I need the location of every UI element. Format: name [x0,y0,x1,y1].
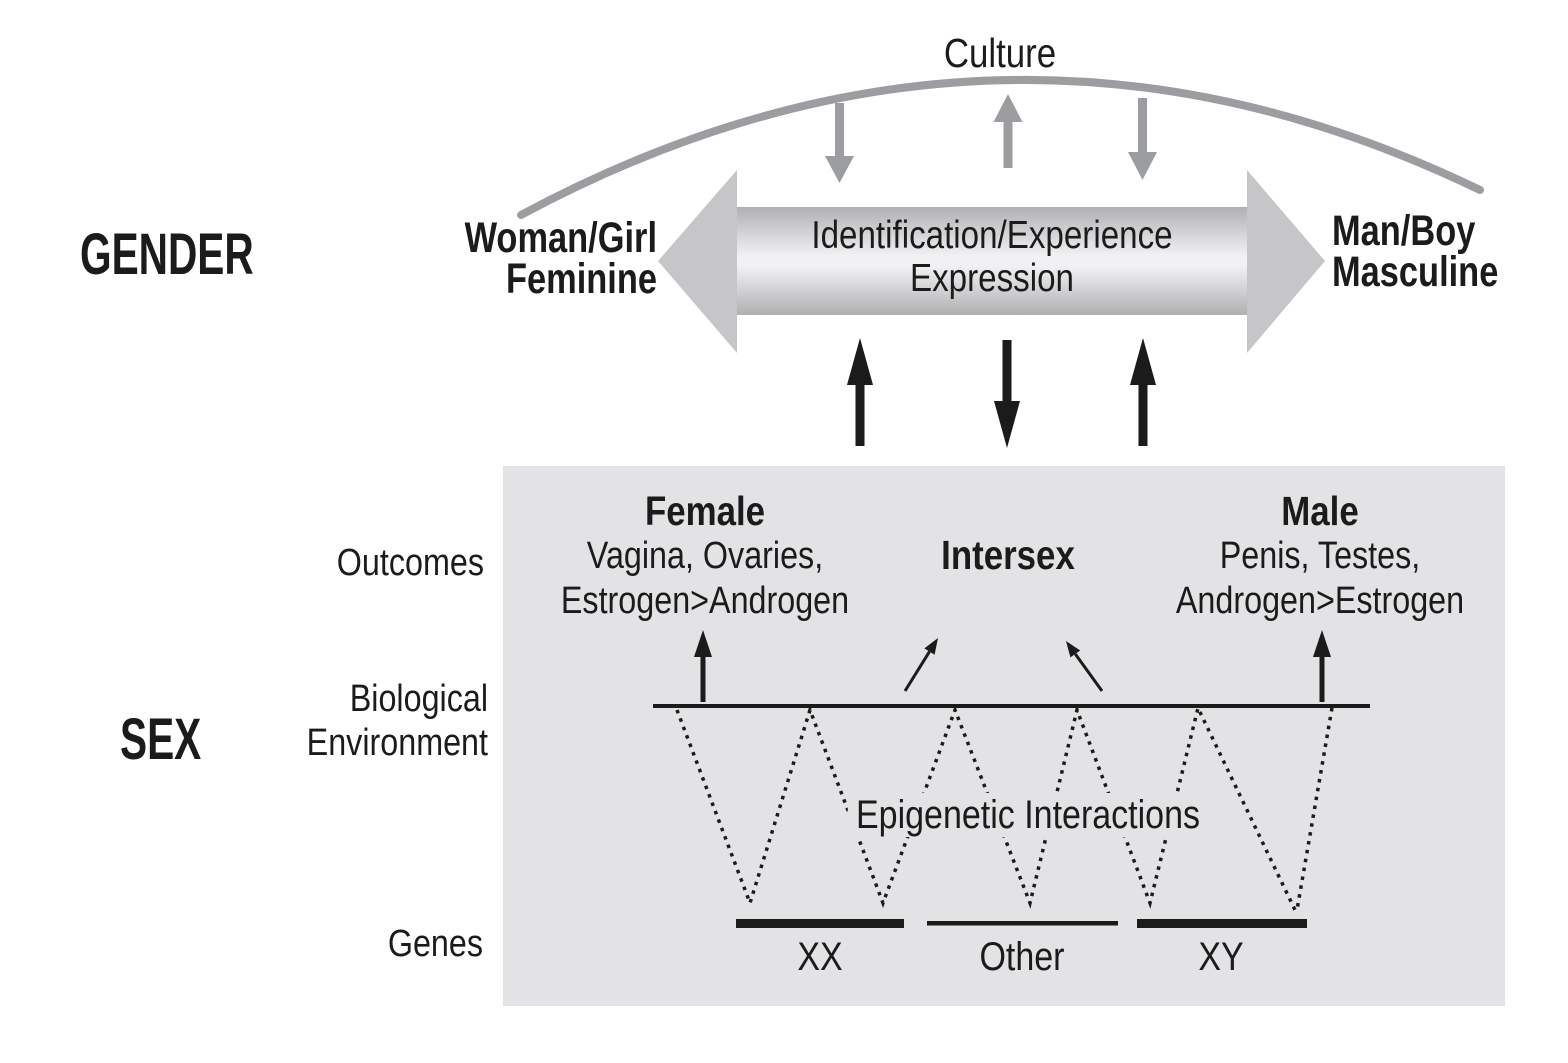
spectrum-left-arrowhead-icon [658,170,737,353]
gender-to-sex-down-arrow-icon [994,340,1020,448]
other-gene-bar [927,921,1118,926]
culture-arc [517,75,1484,219]
gene-label-xx: XX [797,935,843,979]
to-intersex-left-arrow-icon [903,638,938,692]
expression-line: Expression [910,257,1074,300]
gender-sex-arrows [847,338,1156,448]
gender-right-pole-label: Man/Boy Masculine [1332,207,1568,296]
gene-bars [736,919,1307,928]
masculine-line: Masculine [1332,248,1499,296]
sex-to-gender-up-arrow-icon [1130,338,1156,446]
culture-gender-arrows [825,94,1157,183]
woman-girl-line: Woman/Girl [464,214,657,262]
man-boy-line: Man/Boy [1332,207,1476,255]
spectrum-arrow-shaft [737,207,1247,315]
intersex-outcome-label: Intersex [941,532,1075,578]
feminine-line: Feminine [505,255,657,303]
biological-line: Biological [349,678,488,720]
female-anatomy-line: Vagina, Ovaries, [586,535,824,577]
female-outcome-block: Female Vagina, Ovaries, Estrogen>Androge… [518,489,892,624]
xy-gene-bar [1137,919,1307,928]
female-hormone-line: Estrogen>Androgen [560,580,850,622]
male-anatomy-line: Penis, Testes, [1219,535,1421,577]
row-label-outcomes: Outcomes [336,542,484,584]
culture-down-arrow-icon [825,103,854,183]
spectrum-right-arrowhead-icon [1247,170,1325,353]
culture-up-arrow-icon [993,94,1023,168]
environment-outcome-arrows [694,630,1331,702]
gene-label-xy: XY [1198,935,1244,979]
row-label-biological-environment: Biological Environment [276,677,488,765]
xx-gene-bar [736,919,904,928]
gender-section-label: GENDER [80,222,254,287]
row-label-genes: Genes [387,923,483,965]
to-intersex-right-arrow-icon [1066,641,1104,692]
gender-spectrum-arrow [658,170,1325,353]
sex-section-label: SEX [120,707,202,772]
culture-label: Culture [943,30,1057,76]
epigenetic-interactions-text: Epigenetic Interactions [847,793,1209,837]
environment-line: Environment [306,722,488,764]
epigenetic-interactions-label: Epigenetic Interactions [833,792,1224,838]
sex-box [503,466,1505,1006]
gender-left-pole-label: Woman/Girl Feminine [401,214,657,303]
culture-down-arrow-icon [1128,98,1157,180]
male-title: Male [1281,488,1359,534]
gene-label-other: Other [979,935,1065,979]
to-male-up-arrow-icon [1313,630,1331,702]
male-hormone-line: Androgen>Estrogen [1175,580,1465,622]
sex-to-gender-up-arrow-icon [847,338,873,446]
male-outcome-block: Male Penis, Testes, Androgen>Estrogen [1133,489,1507,624]
identification-experience-line: Identification/Experience [811,214,1173,257]
spectrum-arrow-label: Identification/Experience Expression [737,214,1247,300]
female-title: Female [644,488,766,534]
to-female-up-arrow-icon [694,630,712,702]
